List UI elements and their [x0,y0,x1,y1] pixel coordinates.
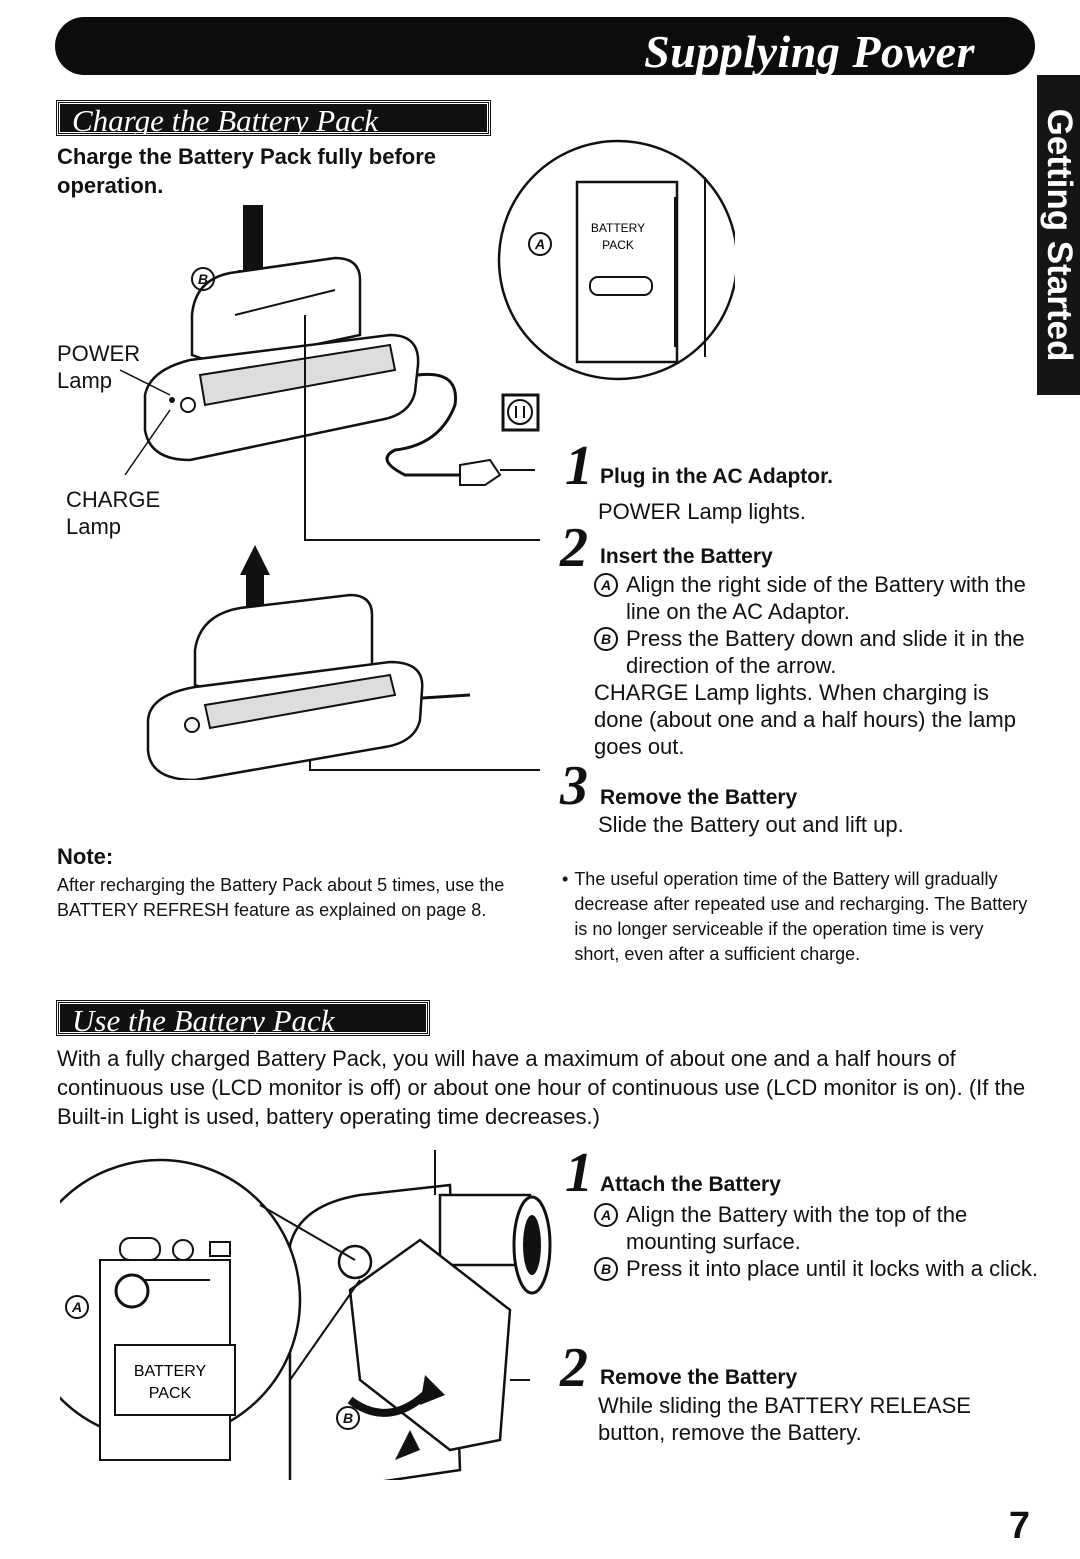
camcorder-illustration: BATTERY PACK [60,1150,552,1480]
charge-step-2-text: CHARGE Lamp lights. When charging is don… [594,680,1016,759]
charge-step-1-number: 1 [565,435,593,497]
magnified-detail: BATTERY PACK [497,139,735,381]
charge-step-3-number: 3 [560,755,588,817]
charge-step-2-item-a-text: Align the right side of the Battery with… [626,572,1026,624]
title-bar: Supplying Power [55,17,1035,77]
marker-b-icon: B [594,627,618,651]
marker-b-use: B [336,1406,360,1430]
section-heading-charge: Charge the Battery Pack [56,100,491,138]
power-lamp-label: Lamp [57,368,113,393]
use-step-2-text: While sliding the BATTERY RELEASE button… [598,1393,971,1445]
page-title: Supplying Power [644,26,975,77]
section-heading-use: Use the Battery Pack [56,1000,430,1038]
battery-side-view [575,180,679,364]
power-label: POWER [57,341,141,366]
charger-illustration [119,205,540,780]
down-arrow-icon [243,205,263,275]
charge-step-2-item-b: B Press the Battery down and slide it in… [594,625,1044,679]
side-tab: Getting Started [1037,75,1080,395]
plug-icon [459,458,502,486]
marker-b-icon: B [594,1257,618,1281]
use-step-1-items: A Align the Battery with the top of the … [594,1201,1039,1282]
use-step-1-item-a-text: Align the Battery with the top of the mo… [626,1202,968,1254]
charge-step-2-title: Insert the Battery [600,545,773,568]
bullet-icon: • [562,869,569,889]
marker-a-use: A [65,1295,89,1319]
charge-step-2-item-b-text: Press the Battery down and slide it in t… [626,626,1025,678]
charge-lamp-label: Lamp [66,514,122,539]
power-cord [385,372,460,477]
camcorder-battery-label-1: BATTERY [134,1363,207,1380]
page-number: 7 [1008,1505,1030,1547]
use-step-2-number: 2 [560,1337,588,1399]
battery-pack-label-1: BATTERY [591,221,645,235]
battery-upper [190,256,362,367]
note-text: After recharging the Battery Pack about … [57,875,505,920]
use-step-1-item-a: A Align the Battery with the top of the … [594,1201,1039,1255]
charge-step-1-title: Plug in the AC Adaptor. [600,465,833,488]
use-step-1-item-b: B Press it into place until it locks wit… [594,1255,1039,1282]
use-step-2-title: Remove the Battery [600,1366,798,1389]
charge-step-2-items: A Align the right side of the Battery wi… [594,571,1044,760]
side-tab-label: Getting Started [1039,108,1079,362]
charge-step-2-number: 2 [560,517,588,579]
charge-label: CHARGE [66,487,161,512]
camcorder-battery-label-2: PACK [149,1385,192,1402]
battery-attached [348,1238,512,1452]
marker-b-charge: B [191,267,215,291]
battery-life-bullet: • The useful operation time of the Batte… [562,867,1032,967]
use-intro: With a fully charged Battery Pack, you w… [57,1046,1026,1129]
charge-intro: Charge the Battery Pack fully before ope… [57,144,437,198]
marker-a-icon: A [594,1203,618,1227]
charge-step-2-item-a: A Align the right side of the Battery wi… [594,571,1044,625]
marker-a-icon: A [594,573,618,597]
charge-step-1-text: POWER Lamp lights. [598,499,806,524]
use-step-1-number: 1 [565,1142,593,1204]
charge-step-3-text: Slide the Battery out and lift up. [598,812,904,837]
marker-a-charge: A [528,232,552,256]
use-step-1-item-b-text: Press it into place until it locks with … [626,1256,1039,1281]
note-heading: Note: [57,844,114,869]
battery-life-bullet-text: The useful operation time of the Battery… [574,869,1028,964]
power-lamp-icon [180,397,196,413]
battery-pack-label-2: PACK [602,238,634,252]
charge-step-3-title: Remove the Battery [600,786,798,809]
use-step-1-title: Attach the Battery [600,1173,781,1196]
